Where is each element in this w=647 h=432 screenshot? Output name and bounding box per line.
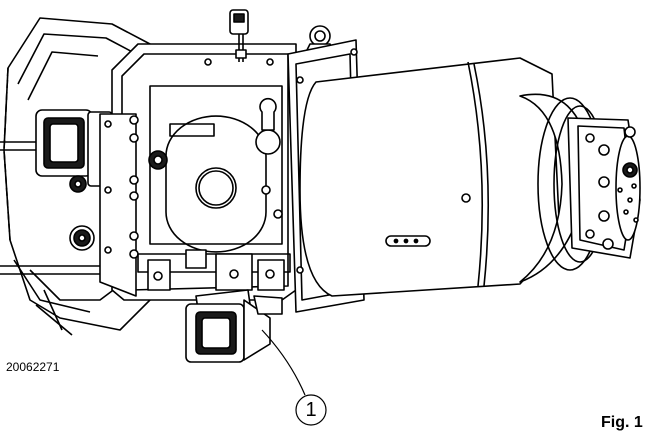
blast-tube [299,57,561,297]
callout-circle [295,394,327,426]
drawing-id-label: 20062271 [6,360,60,374]
lower-lugs [137,249,291,291]
figure-label: Fig. 1 [601,414,643,431]
air-box-plate [148,58,283,253]
combustion-head [519,93,641,283]
cam-gear [69,225,95,251]
guide-rods [0,141,110,275]
actuator-lower [185,289,283,363]
callout-number: 1 [305,399,317,421]
pressure-switch [229,9,249,62]
callout-leader-line [261,329,306,396]
